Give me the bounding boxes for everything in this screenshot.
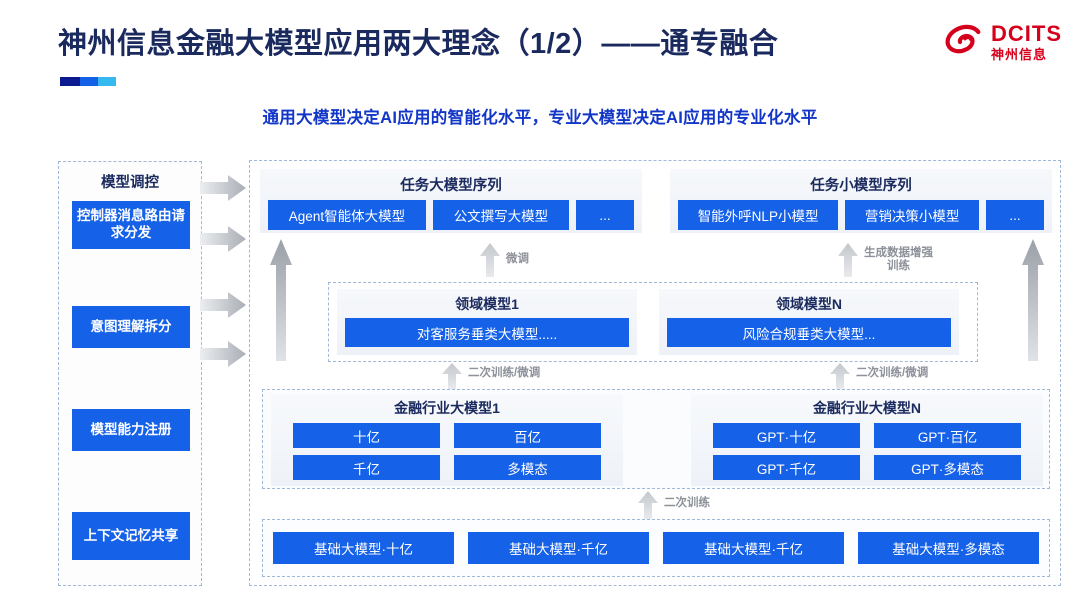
accent-segment-1 (60, 77, 81, 86)
arrow-label-retrain-finetune-left: 二次训练/微调 (468, 367, 541, 379)
industry-1-cell-baiyi[interactable]: 百亿 (454, 423, 601, 448)
chip-marketing-decision-model[interactable]: 营销决策小模型 (845, 200, 980, 230)
domain-model-n-card: 领域模型N 风险合规垂类大模型... (659, 289, 959, 355)
industry-n-cell-gpt-multimodal[interactable]: GPT·多模态 (874, 455, 1021, 480)
industry-model-n-grid: GPT·十亿 GPT·百亿 GPT·千亿 GPT·多模态 (691, 418, 1043, 480)
base-model-container: 基础大模型·十亿 基础大模型·千亿 基础大模型·千亿 基础大模型·多模态 (262, 519, 1050, 577)
base-model-multimodal[interactable]: 基础大模型·多模态 (858, 532, 1039, 564)
task-large-model-sequence: 任务大模型序列 Agent智能体大模型 公文撰写大模型 ... (260, 169, 642, 233)
flow-arrow-up-retrain-center (638, 491, 658, 519)
flow-arrow-up-right-tall (1022, 239, 1044, 361)
flow-arrow-up-retrain-left (442, 363, 462, 389)
base-model-qianyi-2[interactable]: 基础大模型·千亿 (663, 532, 844, 564)
logo-cn-text: 神州信息 (991, 47, 1048, 62)
control-item-intent[interactable]: 意图理解拆分 (72, 306, 190, 348)
base-model-shiyi[interactable]: 基础大模型·十亿 (273, 532, 454, 564)
industry-model-n-card: 金融行业大模型N GPT·十亿 GPT·百亿 GPT·千亿 GPT·多模态 (691, 394, 1043, 486)
control-column: 模型调控 控制器消息路由请求分发 意图理解拆分 模型能力注册 上下文记忆共享 (58, 161, 202, 586)
industry-n-cell-gpt-baiyi[interactable]: GPT·百亿 (874, 423, 1021, 448)
flow-arrow-up-finetune (480, 243, 500, 277)
logo-en-text: DCITS (991, 21, 1062, 46)
domain-model-1-box[interactable]: 对客服务垂类大模型..... (345, 318, 629, 347)
arrow-label-retrain-finetune-right: 二次训练/微调 (856, 367, 929, 379)
arrow-label-finetune: 微调 (506, 253, 529, 265)
industry-model-1-grid: 十亿 百亿 千亿 多模态 (271, 418, 623, 480)
industry-n-cell-gpt-qianyi[interactable]: GPT·千亿 (713, 455, 860, 480)
control-item-router[interactable]: 控制器消息路由请求分发 (72, 201, 190, 249)
flow-arrow-right-1 (200, 175, 246, 201)
flow-arrow-right-2 (200, 226, 246, 252)
domain-model-1-title: 领域模型1 (455, 296, 519, 312)
task-large-model-sequence-title: 任务大模型序列 (400, 178, 502, 194)
chip-more-large[interactable]: ... (576, 200, 634, 230)
domain-model-1-card: 领域模型1 对客服务垂类大模型..... (337, 289, 637, 355)
page-title: 神州信息金融大模型应用两大理念（1/2）——通专融合 (58, 28, 779, 60)
architecture-panel: 任务大模型序列 Agent智能体大模型 公文撰写大模型 ... 任务小模型序列 … (249, 160, 1061, 586)
accent-bar (60, 77, 116, 86)
dcits-swirl-icon (945, 24, 981, 54)
flow-arrow-up-data-augment (838, 243, 858, 277)
industry-model-1-card: 金融行业大模型1 十亿 百亿 千亿 多模态 (271, 394, 623, 486)
industry-model-n-title: 金融行业大模型N (812, 400, 922, 416)
flow-arrow-up-left-tall (270, 239, 292, 361)
flow-arrow-up-retrain-right (830, 363, 850, 389)
logo-text-block: DCITS 神州信息 (991, 21, 1062, 62)
industry-model-container: 金融行业大模型1 十亿 百亿 千亿 多模态 金融行业大模型N GPT·十亿 GP… (262, 389, 1050, 489)
chip-document-writing-model[interactable]: 公文撰写大模型 (432, 200, 569, 230)
domain-model-n-box[interactable]: 风险合规垂类大模型... (667, 318, 951, 347)
task-small-model-sequence-title: 任务小模型序列 (810, 178, 912, 194)
flow-arrow-right-3 (200, 292, 246, 318)
arrow-label-retrain: 二次训练 (664, 497, 710, 509)
chip-more-small[interactable]: ... (986, 200, 1045, 230)
chip-agent-large-model[interactable]: Agent智能体大模型 (268, 200, 426, 230)
task-small-model-chip-row: 智能外呼NLP小模型 营销决策小模型 ... (670, 195, 1052, 230)
arrow-label-data-augment: 生成数据增强 训练 (864, 247, 933, 273)
base-model-row: 基础大模型·十亿 基础大模型·千亿 基础大模型·千亿 基础大模型·多模态 (263, 520, 1049, 564)
control-item-registry[interactable]: 模型能力注册 (72, 409, 190, 451)
industry-model-1-title: 金融行业大模型1 (394, 400, 500, 416)
accent-segment-3 (98, 77, 116, 86)
page-subtitle: 通用大模型决定AI应用的智能化水平，专业大模型决定AI应用的专业化水平 (262, 109, 818, 127)
accent-segment-2 (80, 77, 99, 86)
task-large-model-chip-row: Agent智能体大模型 公文撰写大模型 ... (260, 195, 642, 230)
industry-1-cell-multimodal[interactable]: 多模态 (454, 455, 601, 480)
task-small-model-sequence: 任务小模型序列 智能外呼NLP小模型 营销决策小模型 ... (670, 169, 1052, 233)
control-column-title: 模型调控 (101, 175, 159, 191)
base-model-qianyi-1[interactable]: 基础大模型·千亿 (468, 532, 649, 564)
control-item-context[interactable]: 上下文记忆共享 (72, 512, 190, 560)
industry-1-cell-shiyi[interactable]: 十亿 (293, 423, 440, 448)
flow-arrow-right-4 (200, 341, 246, 367)
chip-outbound-nlp-model[interactable]: 智能外呼NLP小模型 (678, 200, 839, 230)
industry-n-cell-gpt-shiyi[interactable]: GPT·十亿 (713, 423, 860, 448)
industry-1-cell-qianyi[interactable]: 千亿 (293, 455, 440, 480)
dcits-logo: DCITS 神州信息 (945, 22, 1062, 62)
domain-model-container: 领域模型1 对客服务垂类大模型..... 领域模型N 风险合规垂类大模型... (328, 282, 978, 362)
domain-model-n-title: 领域模型N (775, 296, 843, 312)
